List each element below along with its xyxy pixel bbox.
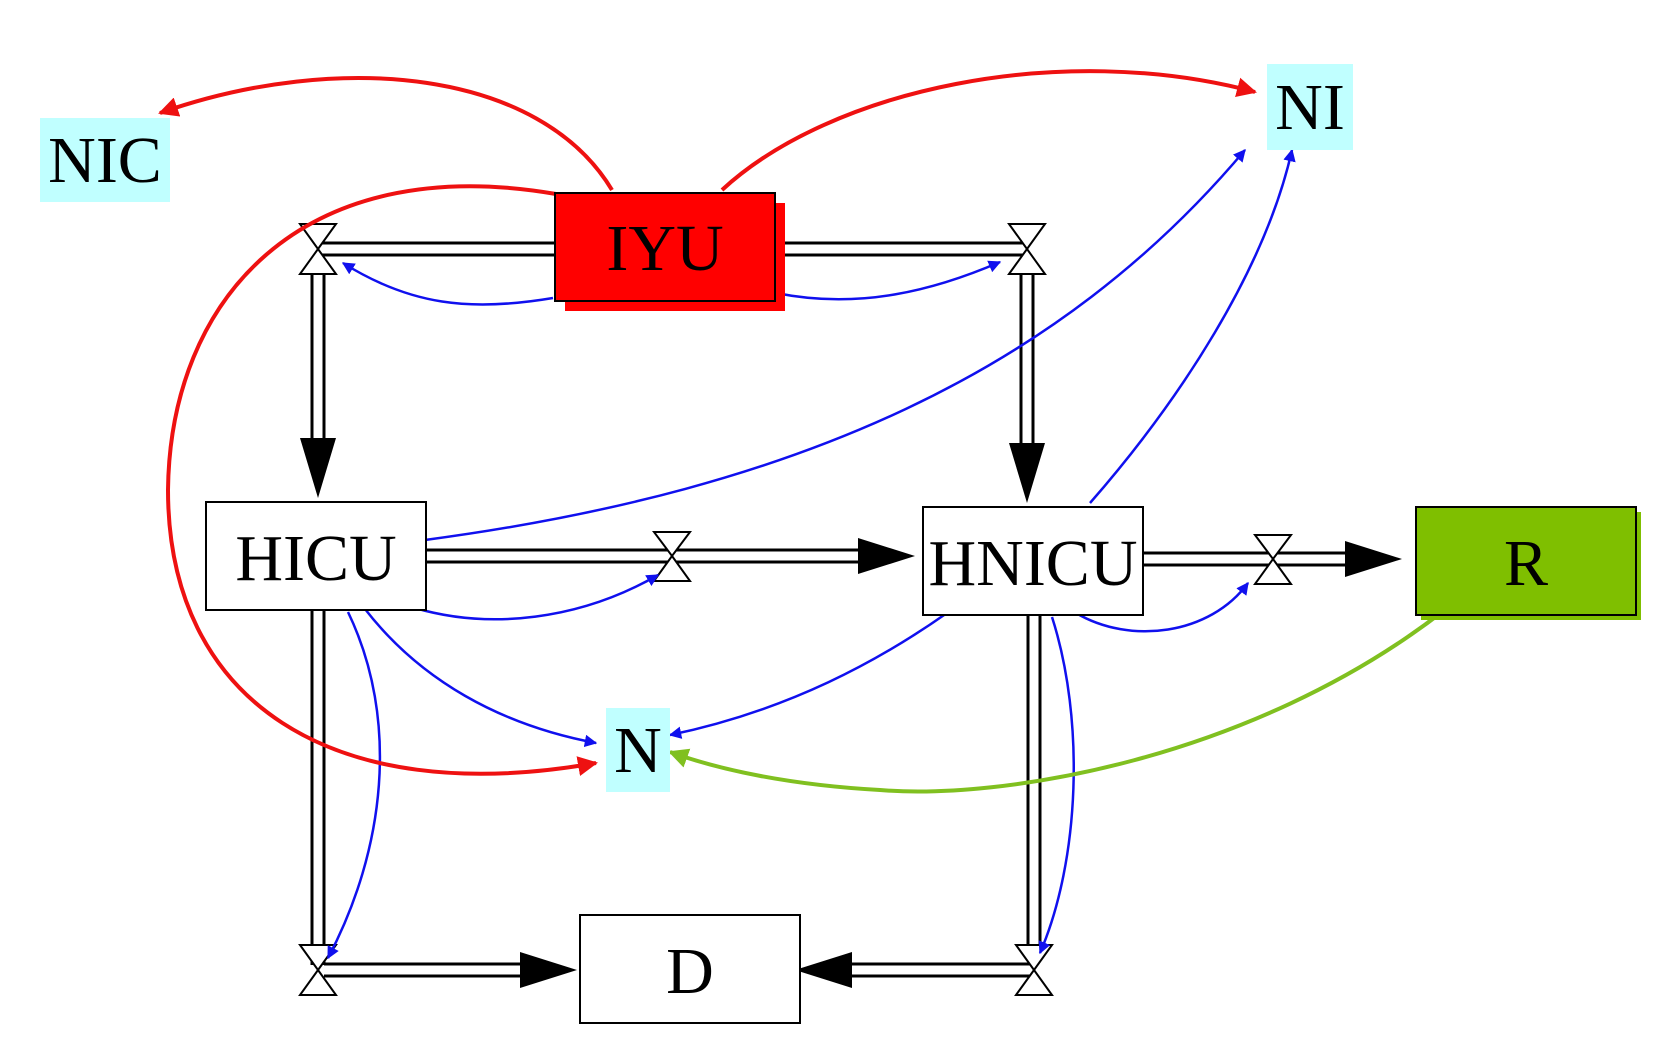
link-iyu-n (165, 184, 598, 776)
flow-pipes (310, 241, 1348, 978)
valve-icon-right (1253, 534, 1293, 585)
node-iyu[interactable]: IYU (554, 192, 785, 311)
links-green (668, 610, 1444, 794)
flow-pipe-hicu-down (310, 608, 326, 965)
flow-pipe-to-d-right (850, 962, 1030, 978)
flow-pipe-hnicu-r (1135, 551, 1348, 567)
link-iyu-valve-right (775, 260, 1002, 301)
node-r[interactable]: R (1415, 506, 1641, 620)
flow-arrowhead-hicu (300, 438, 336, 498)
node-n-label: N (614, 714, 662, 787)
flow-pipe-iyu-right (776, 241, 1030, 257)
flow-pipe-hicu-hnicu (425, 548, 862, 564)
node-ni-label: NI (1275, 71, 1345, 144)
node-hnicu-box (922, 506, 1144, 616)
link-iyu-valve-left (341, 261, 554, 306)
link-iyu-nic (158, 76, 614, 192)
flow-arrowhead-r (1345, 541, 1402, 577)
flow-arrowhead-d-right (795, 952, 852, 988)
flow-arrowhead-d-left (520, 952, 577, 988)
node-hnicu[interactable]: HNICU (922, 506, 1144, 616)
flow-pipe-hnicu-down (1026, 612, 1042, 960)
link-r-n (668, 610, 1444, 794)
valves (298, 223, 1293, 996)
node-hnicu-label: HNICU (929, 527, 1138, 600)
link-hicu-n (364, 608, 598, 748)
flow-arrowheads (300, 438, 1402, 988)
link-hnicu-valve-bottom-right (1038, 616, 1075, 955)
node-d-box (579, 914, 801, 1024)
node-nic-box (40, 118, 170, 202)
link-hicu-ni (424, 149, 1246, 542)
valve-icon-middle (652, 531, 692, 582)
links-blue (326, 148, 1296, 960)
node-d-label: D (666, 935, 714, 1008)
link-hnicu-valve-right (1075, 581, 1250, 633)
flow-pipe-to-hicu (310, 262, 326, 440)
flow-pipe-to-hnicu (1019, 262, 1035, 445)
valve-icon-bottom-left (298, 944, 338, 996)
links-red (158, 69, 1257, 776)
node-hicu-box (205, 501, 427, 611)
flow-pipe-to-d-left (324, 962, 522, 978)
node-r-label: R (1504, 527, 1548, 600)
node-n-box (606, 708, 670, 792)
node-nic-label: NIC (48, 124, 162, 197)
flow-pipe-iyu-left (318, 241, 556, 257)
node-iyu-box (554, 192, 776, 302)
node-nic[interactable]: NIC (40, 118, 170, 202)
node-iyu-label: IYU (606, 212, 723, 285)
valve-icon-top-left (298, 223, 338, 275)
link-hnicu-ni (1089, 148, 1296, 504)
link-hicu-valve-middle (414, 573, 660, 621)
link-iyu-ni (720, 69, 1257, 192)
valve-icon-top-right (1007, 223, 1047, 275)
node-r-box (1415, 506, 1637, 616)
node-n[interactable]: N (606, 708, 670, 792)
valve-icon-bottom-right (1014, 944, 1054, 996)
link-hnicu-n (668, 611, 948, 739)
node-hicu[interactable]: HICU (205, 501, 427, 611)
link-hicu-valve-bottom-left (326, 611, 382, 960)
flow-arrowhead-hnicu-in (858, 538, 915, 574)
flow-arrowhead-hnicu (1009, 443, 1045, 503)
node-d[interactable]: D (579, 914, 801, 1024)
node-hicu-label: HICU (235, 522, 396, 595)
node-ni[interactable]: NI (1267, 64, 1353, 150)
node-ni-box (1267, 64, 1353, 150)
